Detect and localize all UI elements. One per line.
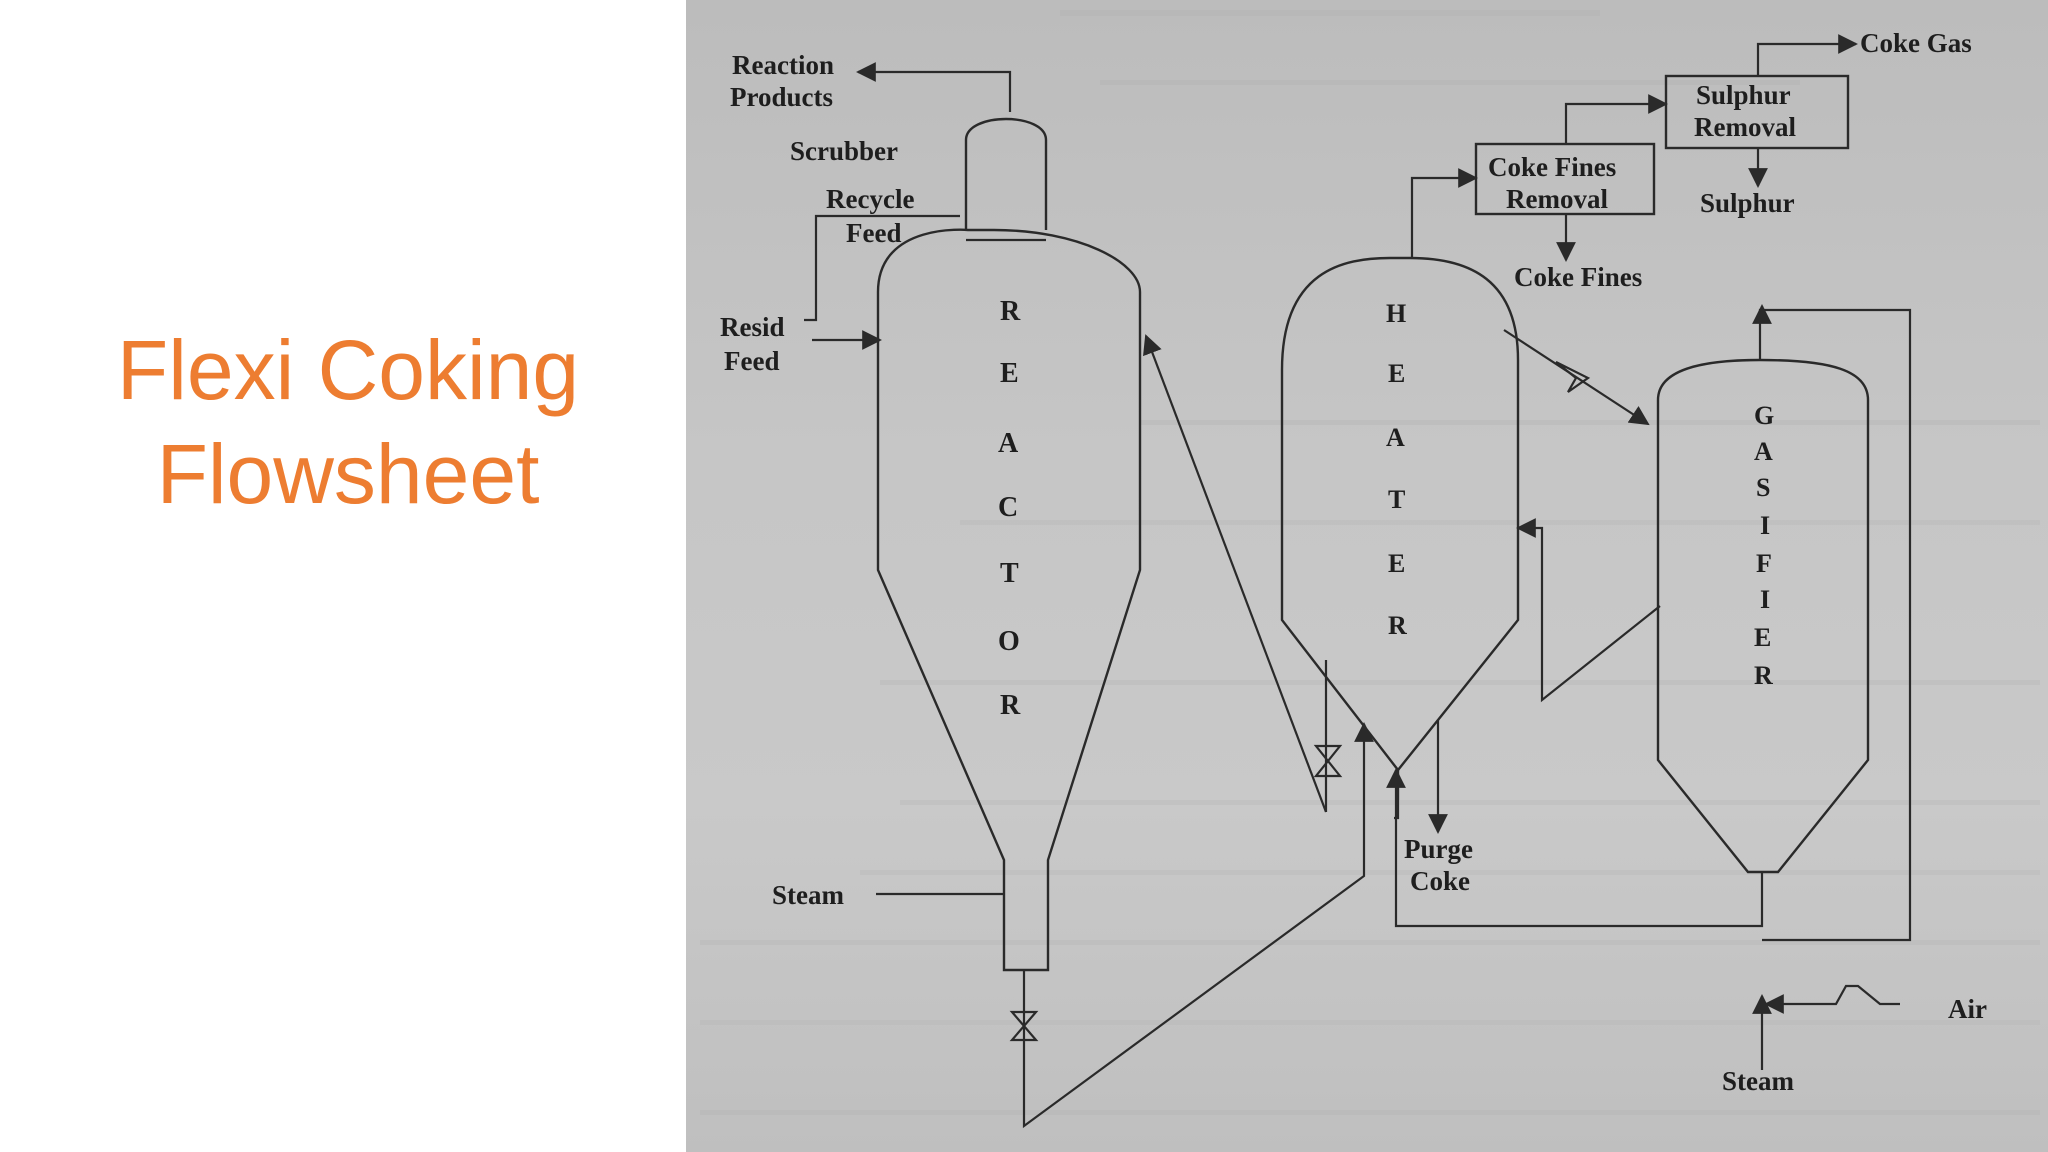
- coke-gas-label: Coke Gas: [1860, 28, 1972, 58]
- scrubber-label: Scrubber: [790, 136, 898, 166]
- heater-letter: A: [1386, 423, 1405, 452]
- gasifier-letter: G: [1754, 401, 1774, 430]
- gasifier-letter: I: [1760, 585, 1770, 614]
- heater-letters: H E A T E R: [1386, 299, 1407, 640]
- reactor-letter: R: [1000, 690, 1021, 721]
- recycle-feed-label: Recycle: [826, 184, 914, 214]
- gasifier-letter: I: [1760, 511, 1770, 540]
- process-lines: [804, 34, 1912, 1129]
- reactor-letter: R: [1000, 296, 1021, 327]
- heater-letter: E: [1388, 359, 1405, 388]
- coke-fines-removal-label: Coke Fines: [1488, 152, 1616, 182]
- heater-letter: R: [1388, 611, 1407, 640]
- slide-title-line-1: Flexi Coking: [116, 323, 580, 417]
- slide-title: Flexi Coking Flowsheet: [60, 318, 636, 526]
- gasifier-letter: R: [1754, 661, 1773, 690]
- coke-fines-label: Coke Fines: [1514, 262, 1642, 292]
- gasifier-letter: F: [1756, 549, 1772, 578]
- reactor-letter: E: [1000, 358, 1019, 389]
- heater-letter: E: [1388, 549, 1405, 578]
- purge-coke-label: Coke: [1410, 866, 1470, 896]
- reactor-letter: A: [998, 428, 1019, 459]
- gasifier-vessel: [1656, 358, 1870, 874]
- resid-feed-label: Feed: [724, 346, 779, 376]
- gasifier-letters: G A S I F I E R: [1754, 401, 1774, 690]
- gasifier-letter: E: [1754, 623, 1771, 652]
- reactor-vessel: [876, 117, 1142, 972]
- flowsheet-photo: [686, 0, 2048, 1152]
- reactor-letters: R E A C T O R: [998, 296, 1021, 721]
- stream-labels: Reaction Products Scrubber Recycle Feed …: [720, 28, 1987, 1096]
- gasifier-steam-label: Steam: [1722, 1066, 1794, 1096]
- reactor-steam-label: Steam: [772, 880, 844, 910]
- sulphur-removal-label: Sulphur: [1696, 80, 1791, 110]
- resid-feed-label: Resid: [720, 312, 785, 342]
- reaction-products-label: Reaction: [732, 50, 834, 80]
- heater-letter: H: [1386, 299, 1406, 328]
- reactor-letter: T: [1000, 558, 1019, 589]
- reaction-products-label: Products: [730, 82, 833, 112]
- coke-fines-removal-label: Removal: [1506, 184, 1608, 214]
- heater-letter: T: [1388, 485, 1405, 514]
- reactor-letter: O: [998, 626, 1020, 657]
- sulphur-label: Sulphur: [1700, 188, 1795, 218]
- background-text: [700, 10, 2040, 1115]
- heater-vessel: [1280, 256, 1520, 772]
- recycle-feed-label: Feed: [846, 218, 901, 248]
- purge-coke-label: Purge: [1404, 834, 1473, 864]
- valves: [1009, 361, 1591, 1042]
- air-label: Air: [1948, 994, 1987, 1024]
- gasifier-letter: A: [1754, 437, 1773, 466]
- reactor-letter: C: [998, 492, 1018, 523]
- gasifier-letter: S: [1756, 473, 1770, 502]
- slide-title-line-2: Flowsheet: [156, 427, 540, 521]
- sulphur-removal-label: Removal: [1694, 112, 1796, 142]
